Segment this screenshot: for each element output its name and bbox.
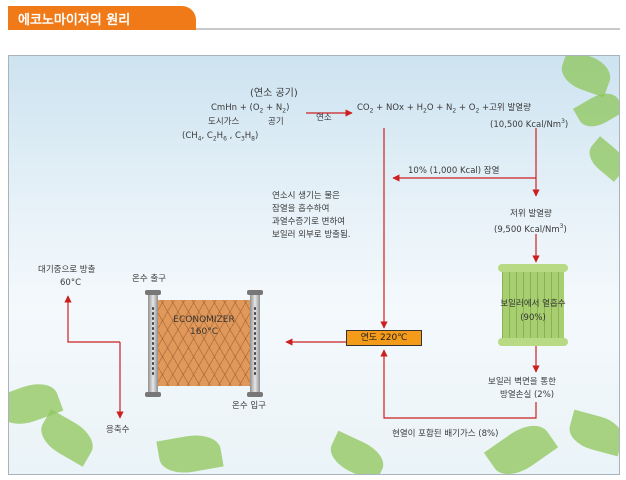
latent-note-2: 잠열을 흡수하여 [272,204,330,214]
pipe-cap [247,392,263,397]
air-label: 공기 [268,117,284,127]
products-formula: CO2 + NOx + H2O + N2 + O2 +고위 발열량 [357,103,531,115]
pipe-cap [247,290,263,295]
economizer-body [158,300,250,386]
boiler-body [502,270,564,340]
city-gas-label: 도시가스 [208,117,240,127]
title-divider [196,28,620,30]
economizer-temp: 160°C [190,327,218,337]
condensate-label: 응축수 [106,425,130,435]
hhv-value: (10,500 Kcal/Nm3) [490,118,569,130]
title-banner: 에코노마이저의 원리 [8,6,196,30]
arrow-atmosphere [64,295,120,343]
page-title: 에코노마이저의 원리 [18,13,131,28]
latent-note-1: 연소시 생기는 물은 [272,191,340,201]
boiler-label-2: (90%) [520,313,546,323]
lhv-label: 저위 발열량 [510,209,552,219]
combustion-label: 연소 [316,113,332,123]
economizer-right-pipe [250,292,260,394]
exhaust-gas-label: 현열이 포함된 배기가스 (8%) [392,429,499,439]
boiler-top-cap [498,264,568,272]
arrow-exhaust [380,349,537,419]
latent-note-4: 보일러 외부로 방출됨. [272,230,351,240]
flue-temp-box: 연도 220℃ [346,330,422,346]
pipe-cap [145,392,161,397]
fuel-formula: CmHn + (O2 + N2) [211,103,290,115]
economizer: ECONOMIZER 160°C [145,290,263,397]
hot-water-inlet-label: 온수 입구 [232,401,266,411]
wall-loss-label-1: 보일러 벽면을 통한 [488,377,556,387]
atmosphere-label: 대기중으로 방출 [38,265,96,275]
boiler: 보일러에서 열흡수 (90%) [498,264,568,346]
wall-loss-label-2: 방열손실 (2%) [500,390,555,400]
lhv-value: (9,500 Kcal/Nm3) [494,223,567,235]
economizer-left-pipe [148,292,158,394]
fuel-list: (CH4, C2H6 , C3H8) [182,131,259,143]
economizer-name: ECONOMIZER [173,315,235,325]
pipe-cap [145,290,161,295]
latent-heat-label: 10% (1,000 Kcal) 잠열 [408,166,500,176]
atmosphere-temp: 60°C [60,278,82,288]
boiler-bottom-cap [498,338,568,346]
hot-water-outlet-label: 온수 출구 [132,274,166,284]
combustion-air-label: (연소 공기) [250,88,298,99]
latent-note-3: 과열수증기로 변하여 [272,217,346,227]
boiler-label-1: 보일러에서 열흡수 [500,299,566,309]
